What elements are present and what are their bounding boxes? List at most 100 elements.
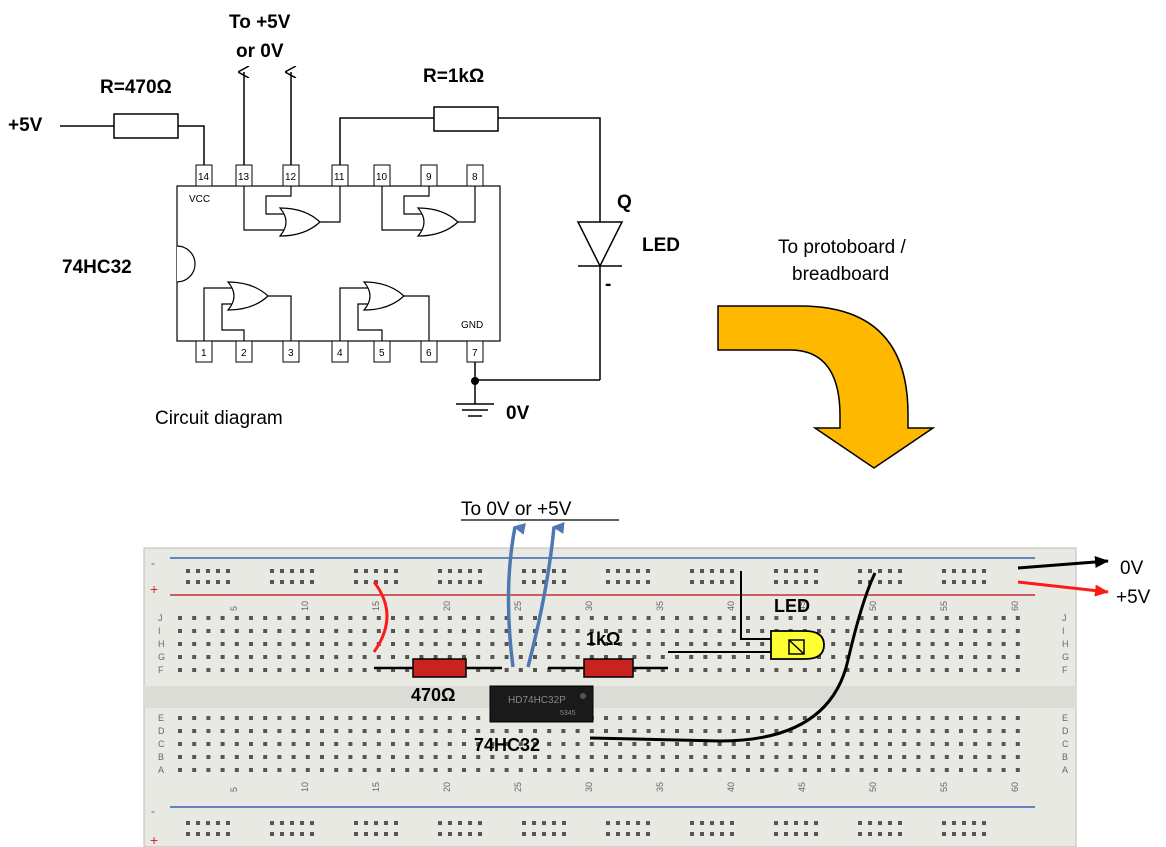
breadboard-hole — [374, 569, 378, 573]
breadboard-hole — [234, 616, 239, 620]
breadboard-hole — [533, 616, 537, 620]
rail-0v-label: 0V — [1120, 558, 1144, 579]
breadboard-hole — [646, 569, 650, 573]
breadboard-hole — [192, 629, 197, 633]
breadboard-hole — [794, 832, 798, 836]
ground-symbol — [456, 403, 494, 417]
column-number: 10 — [300, 782, 310, 792]
breadboard-hole — [320, 668, 324, 672]
breadboard-hole — [476, 716, 481, 720]
breadboard-hole — [305, 729, 310, 733]
rail-plus-top: + — [150, 581, 158, 597]
breadboard-hole — [845, 755, 850, 759]
breadboard-hole — [320, 629, 324, 633]
breadboard-hole — [533, 742, 537, 746]
breadboard-hole — [362, 716, 367, 720]
breadboard-hole — [310, 832, 314, 836]
breadboard-hole — [547, 742, 552, 746]
breadboard-hole — [249, 729, 253, 733]
breadboard-chip-label: 74HC32 — [474, 735, 540, 755]
breadboard-hole — [178, 755, 182, 759]
breadboard-hole — [522, 821, 526, 825]
breadboard-hole — [888, 716, 892, 720]
breadboard-hole — [234, 755, 239, 759]
breadboard-hole — [348, 655, 353, 659]
column-number: 30 — [584, 601, 594, 611]
breadboard-hole — [942, 569, 946, 573]
breadboard-led-label: LED — [774, 596, 810, 616]
breadboard-hole — [616, 832, 620, 836]
breadboard-hole — [234, 742, 239, 746]
breadboard-hole — [604, 755, 608, 759]
breadboard-hole — [700, 569, 704, 573]
breadboard-hole — [675, 729, 679, 733]
breadboard-hole — [300, 821, 304, 825]
breadboard-hole — [888, 580, 892, 584]
breadboard-hole — [348, 729, 353, 733]
breadboard-hole — [717, 629, 722, 633]
breadboard-hole — [873, 729, 878, 733]
row-letter: F — [1062, 665, 1068, 675]
ground-label: 0V — [506, 403, 530, 424]
breadboard-hole — [1015, 642, 1020, 646]
breadboard-hole — [784, 580, 788, 584]
breadboard-hole — [730, 832, 734, 836]
blue-input-wire-2 — [526, 521, 565, 668]
breadboard-hole — [930, 655, 935, 659]
column-number: 15 — [371, 782, 381, 792]
breadboard-hole — [462, 755, 466, 759]
breadboard-hole — [192, 755, 197, 759]
breadboard-hole — [234, 629, 239, 633]
breadboard-hole — [973, 755, 978, 759]
breadboard-hole — [962, 832, 966, 836]
breadboard-hole — [959, 668, 963, 672]
breadboard-hole — [504, 768, 509, 772]
breadboard-hole — [632, 716, 637, 720]
breadboard-hole — [878, 832, 882, 836]
breadboard-hole — [192, 742, 197, 746]
breadboard-hole — [376, 668, 381, 672]
breadboard-hole — [898, 821, 902, 825]
breadboard-hole — [547, 755, 552, 759]
breadboard-hole — [760, 768, 765, 772]
breadboard-hole — [376, 629, 381, 633]
breadboard-hole — [746, 629, 750, 633]
breadboard-hole — [192, 768, 197, 772]
breadboard-hole — [547, 629, 552, 633]
breadboard-hole — [405, 629, 410, 633]
transition-arrow: To protoboard / breadboard — [717, 237, 936, 469]
pin-14: 14 — [198, 172, 210, 183]
breadboard-hole — [730, 569, 734, 573]
breadboard-hole — [632, 655, 637, 659]
row-letter: C — [1062, 739, 1069, 749]
breadboard-hole — [561, 629, 566, 633]
breadboard-hole — [249, 655, 253, 659]
breadboard-hole — [944, 642, 949, 646]
breadboard-hole — [689, 655, 694, 659]
rail-5v-arrow — [1017, 580, 1109, 597]
breadboard-hole — [746, 755, 750, 759]
breadboard-hole — [468, 821, 472, 825]
breadboard-hole — [731, 616, 736, 620]
breadboard-hole — [987, 655, 992, 659]
breadboard-hole — [689, 716, 694, 720]
breadboard-hole — [804, 832, 808, 836]
breadboard-hole — [859, 629, 864, 633]
column-number: 50 — [868, 601, 878, 611]
breadboard-hole — [234, 668, 239, 672]
row-letter: A — [1062, 765, 1068, 775]
breadboard-hole — [234, 655, 239, 659]
breadboard-hole — [186, 821, 190, 825]
breadboard-hole — [589, 655, 594, 659]
breadboard-hole — [277, 668, 282, 672]
breadboard-hole — [589, 768, 594, 772]
breadboard-hole — [944, 768, 949, 772]
breadboard-hole — [959, 742, 963, 746]
breadboard-hole — [320, 655, 324, 659]
breadboard-hole — [660, 716, 665, 720]
breadboard-hole — [362, 629, 367, 633]
row-letter: G — [158, 652, 165, 662]
breadboard-hole — [888, 832, 892, 836]
breadboard-hole — [263, 655, 268, 659]
breadboard-hole — [362, 742, 367, 746]
